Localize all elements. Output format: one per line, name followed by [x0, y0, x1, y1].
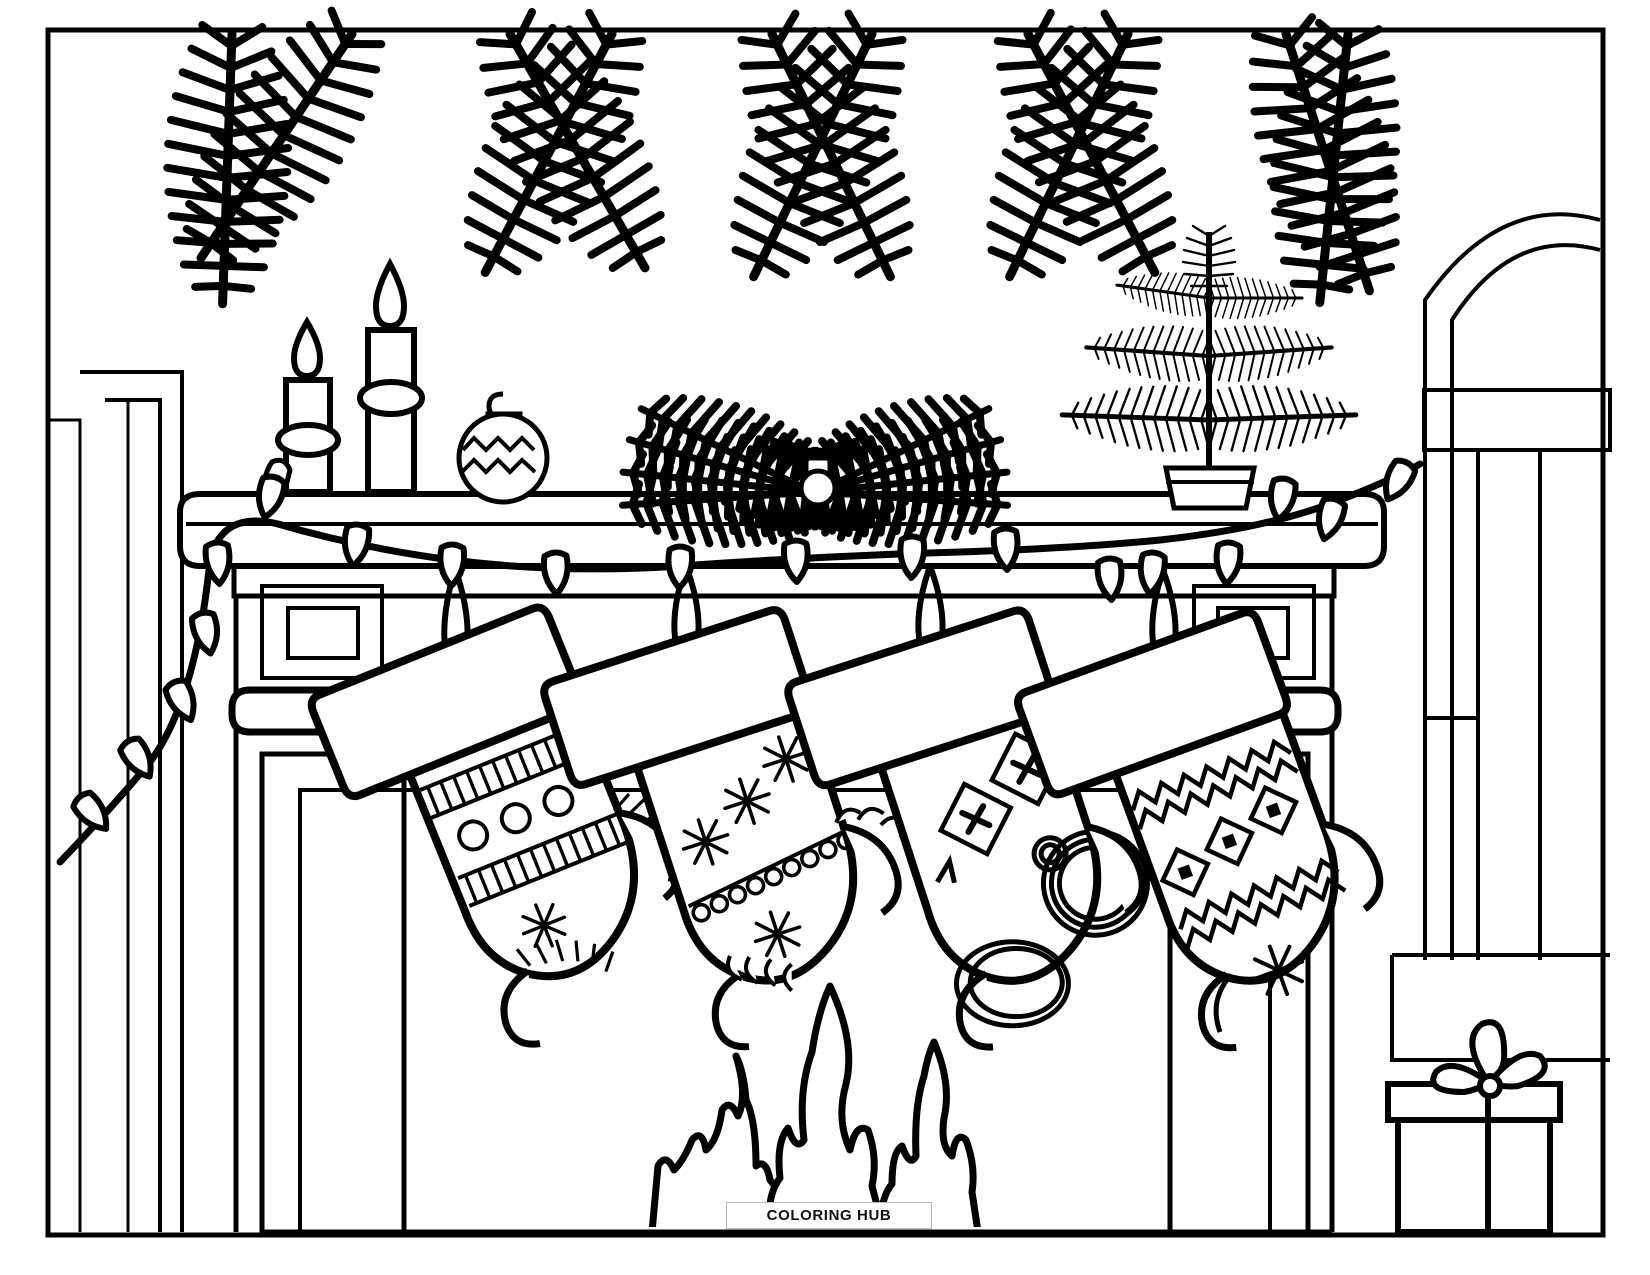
bauble-ornament	[456, 391, 550, 505]
zigzag-band-top	[1130, 738, 1299, 830]
watermark-text: COLORING HUB	[766, 1207, 892, 1224]
watermark-badge: COLORING HUB	[726, 1202, 932, 1229]
light-wire	[56, 460, 1424, 866]
candle-tall	[357, 257, 425, 495]
garland-center-ornament	[798, 468, 838, 508]
candle-short	[275, 316, 341, 495]
fire-flames	[648, 982, 981, 1227]
ornament-ball	[456, 411, 550, 505]
gift-box-body	[1395, 1105, 1553, 1235]
potted-christmas-tree	[1061, 224, 1357, 511]
gift-box	[1385, 1019, 1563, 1235]
argyle-diamonds	[935, 730, 1065, 884]
stocking-cuff	[1014, 608, 1291, 799]
stocking-heel	[1322, 820, 1384, 912]
diamond-dot-band	[1159, 784, 1300, 898]
tree-pot	[1162, 465, 1258, 511]
toe-ribbing	[515, 939, 615, 973]
mantel-candles	[262, 257, 425, 497]
stocking-4	[1014, 568, 1384, 1052]
candle-collar	[275, 422, 341, 458]
candle-flame-icon	[290, 316, 324, 380]
candle-flame-icon	[372, 257, 408, 330]
mantel-garland-spray	[616, 366, 1013, 552]
zigzag-band-bottom	[1178, 857, 1347, 949]
toe-scallops	[726, 955, 794, 993]
stocking-toe	[1197, 971, 1237, 1052]
christmas-string-lights	[56, 457, 1424, 866]
stocking-heel	[842, 823, 902, 916]
toe-inner-circle	[953, 939, 1071, 1029]
left-door-frame	[50, 370, 184, 1232]
candle-collar	[357, 379, 425, 417]
stocking-heel	[1086, 823, 1146, 917]
mantel-panel-left	[260, 584, 384, 680]
gift-bow-icon	[1430, 1019, 1548, 1099]
stocking-toe	[711, 970, 750, 1051]
toe-seam	[1213, 973, 1234, 1033]
beaded-chain-band	[687, 827, 856, 923]
stocking-toe	[500, 967, 541, 1048]
